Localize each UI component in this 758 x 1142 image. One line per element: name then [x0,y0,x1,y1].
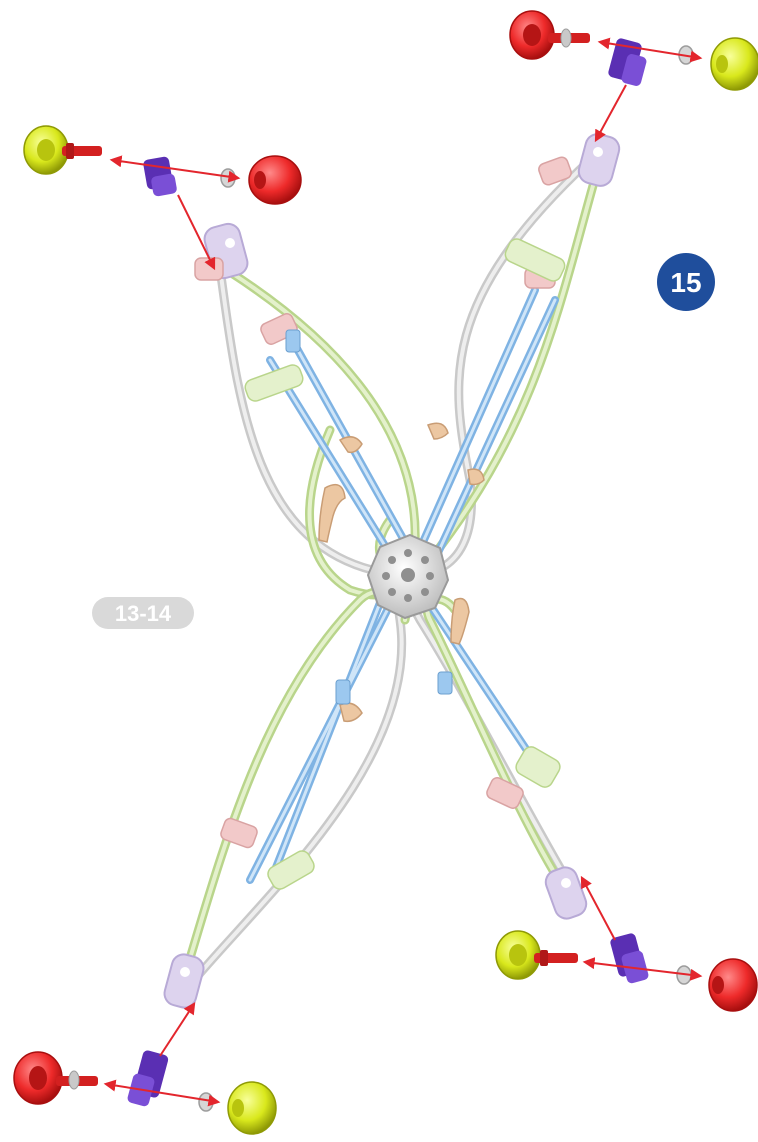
step-number-badge: 15 [657,253,715,311]
yellow-cap-icon [711,38,758,90]
connectors [162,131,622,1010]
parts-group-bottom-left [14,1004,276,1134]
parts-group-bottom-right [496,878,757,1011]
purple-clip-icon [143,156,178,197]
parts-group-top-right [510,11,758,140]
yellow-cap-icon [228,1082,276,1134]
red-cap-icon [510,11,554,59]
reference-steps-text: 13-14 [115,601,172,626]
red-peg-icon [534,950,578,966]
purple-clip-icon [126,1049,169,1107]
red-cap-icon [14,1052,62,1104]
red-cap-icon [249,156,301,204]
step-number: 15 [670,267,701,298]
reference-steps-label: 13-14 [92,597,194,629]
yellow-cap-icon [496,931,540,979]
parts-group-top-left [24,126,301,268]
purple-clip-icon [609,932,649,984]
washer-icon [199,1093,213,1111]
gray-hub-connector-icon [368,535,448,618]
red-peg-icon [62,143,102,159]
red-cap-icon [709,959,757,1011]
yellow-cap-icon [24,126,68,174]
